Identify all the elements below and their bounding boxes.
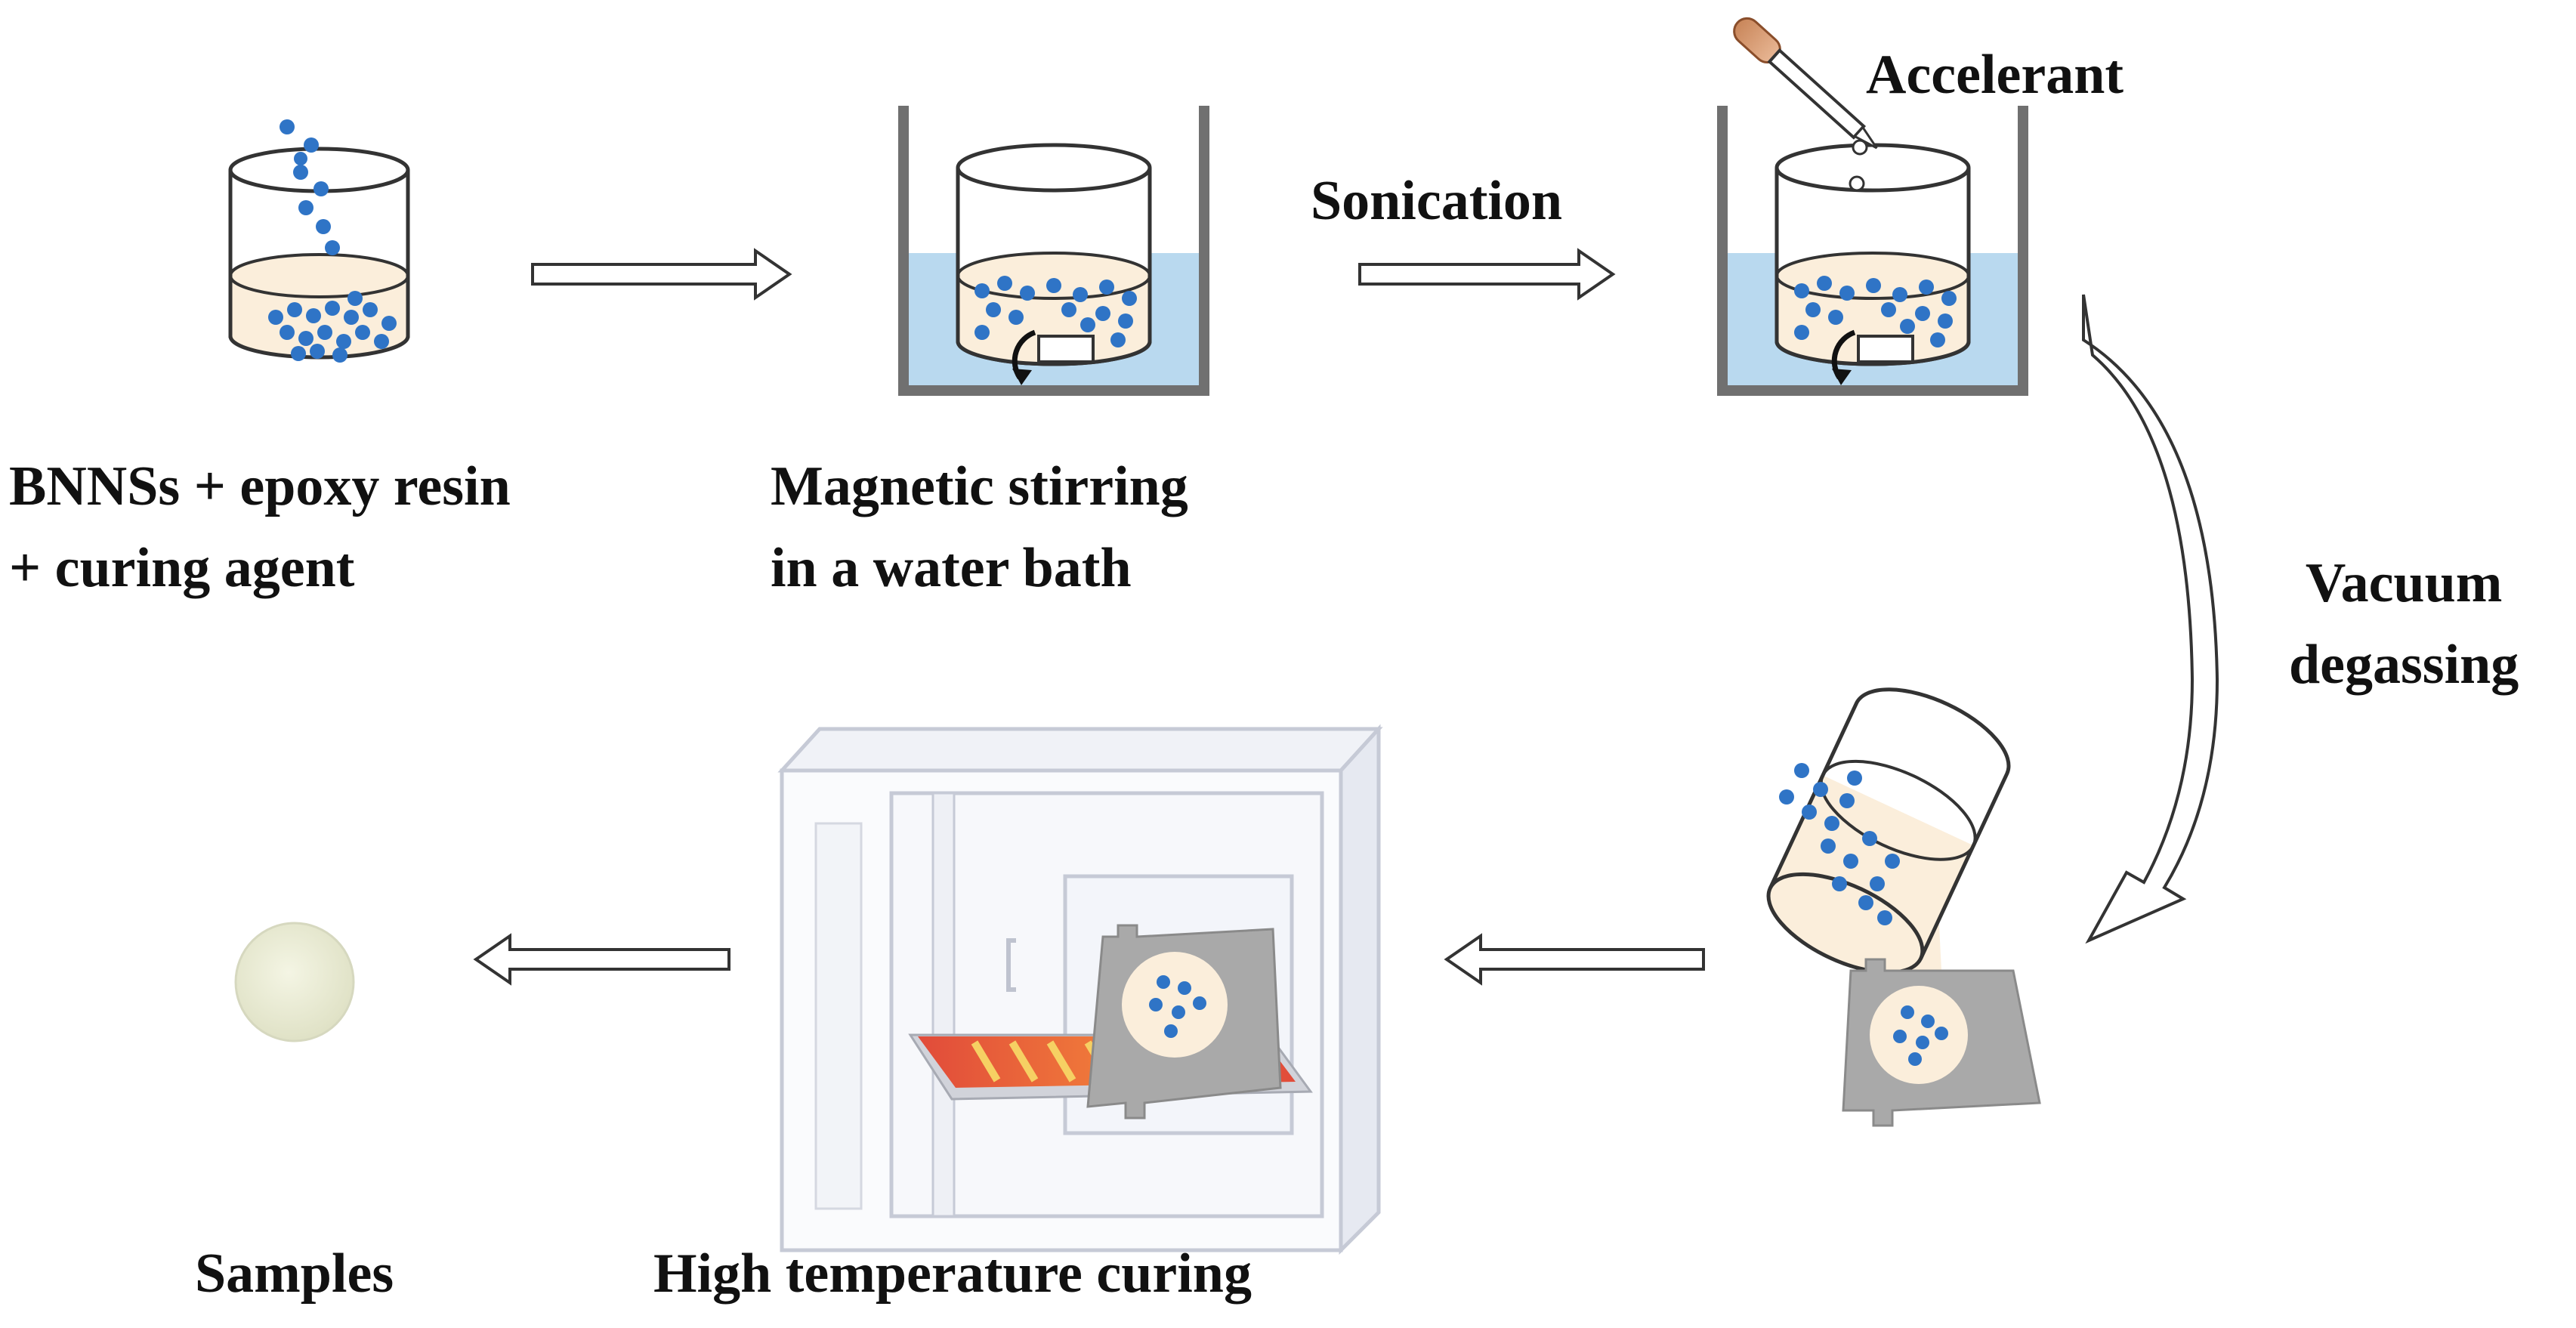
label-vacuum-line1: Vacuum	[2305, 552, 2503, 614]
arrow-right-2	[1358, 248, 1616, 301]
particles-step3	[1794, 276, 1957, 347]
dropper-icon	[1733, 17, 1878, 192]
label-step1-line1: BNNSs + epoxy resin	[9, 456, 511, 517]
label-step2-line1: Magnetic stirring	[771, 456, 1188, 517]
label-step1: BNNSs + epoxy resin + curing agent	[9, 446, 511, 609]
arrow-left-2	[473, 933, 730, 986]
label-step2: Magnetic stirring in a water bath	[771, 446, 1188, 609]
label-step2-line2: in a water bath	[771, 537, 1132, 599]
label-vacuum-line2: degassing	[2289, 634, 2519, 696]
label-step1-line2: + curing agent	[9, 537, 355, 599]
particles-cup	[1779, 763, 1900, 925]
particles-step2	[974, 276, 1137, 347]
beaker-step1	[228, 147, 410, 360]
label-vacuum-degassing: Vacuum degassing	[2289, 542, 2519, 706]
oven	[777, 724, 1383, 1255]
label-sonication: Sonication	[1311, 170, 1563, 232]
pouring-cup	[1766, 687, 2011, 974]
mold-right	[1842, 958, 2041, 1127]
arrow-left-1	[1444, 933, 1705, 986]
sample-disc	[234, 922, 355, 1042]
stir-bar-step2	[1012, 329, 1095, 385]
stir-bar-step3	[1831, 329, 1914, 385]
label-samples: Samples	[195, 1243, 394, 1305]
curved-arrow	[2082, 294, 2219, 944]
arrow-right-1	[531, 248, 792, 301]
label-curing: High temperature curing	[653, 1243, 1252, 1305]
mold-oven	[1086, 924, 1282, 1120]
label-accelerant: Accelerant	[1866, 44, 2124, 106]
particles-step1	[268, 119, 397, 363]
water-bath-step3	[1717, 106, 2028, 396]
